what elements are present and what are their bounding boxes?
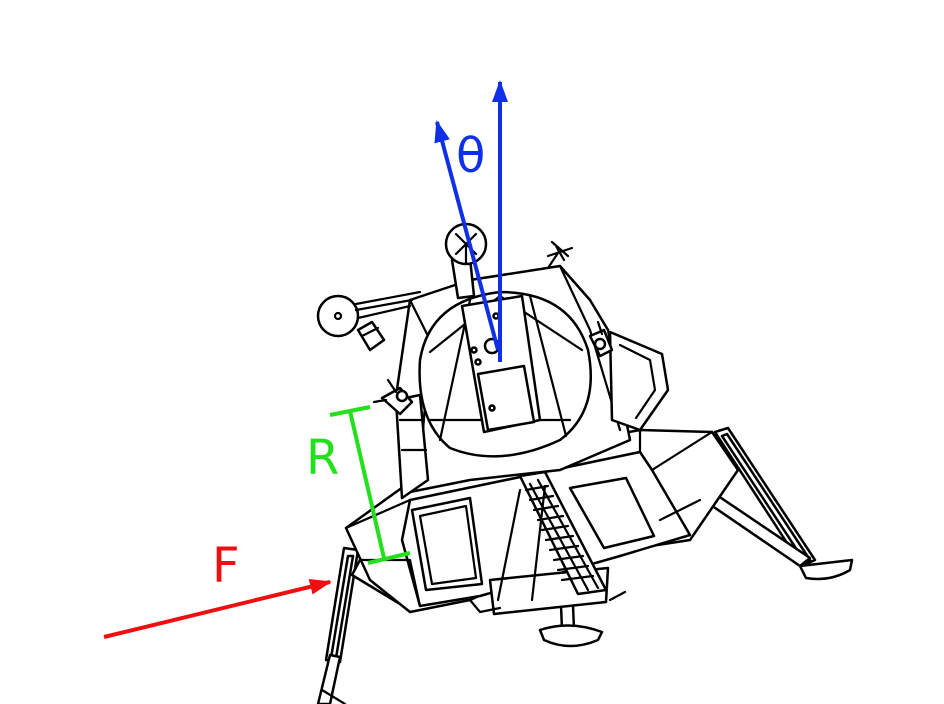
radius-label: R (306, 430, 339, 486)
radius-dimension (329, 405, 411, 565)
theta-label: θ (456, 128, 485, 184)
ascent-stage (316, 222, 670, 500)
force-label: F (212, 538, 240, 594)
force-arrow (103, 578, 332, 639)
lunar-module-drawing (316, 222, 854, 704)
tilted-axis-arrow (434, 120, 500, 351)
